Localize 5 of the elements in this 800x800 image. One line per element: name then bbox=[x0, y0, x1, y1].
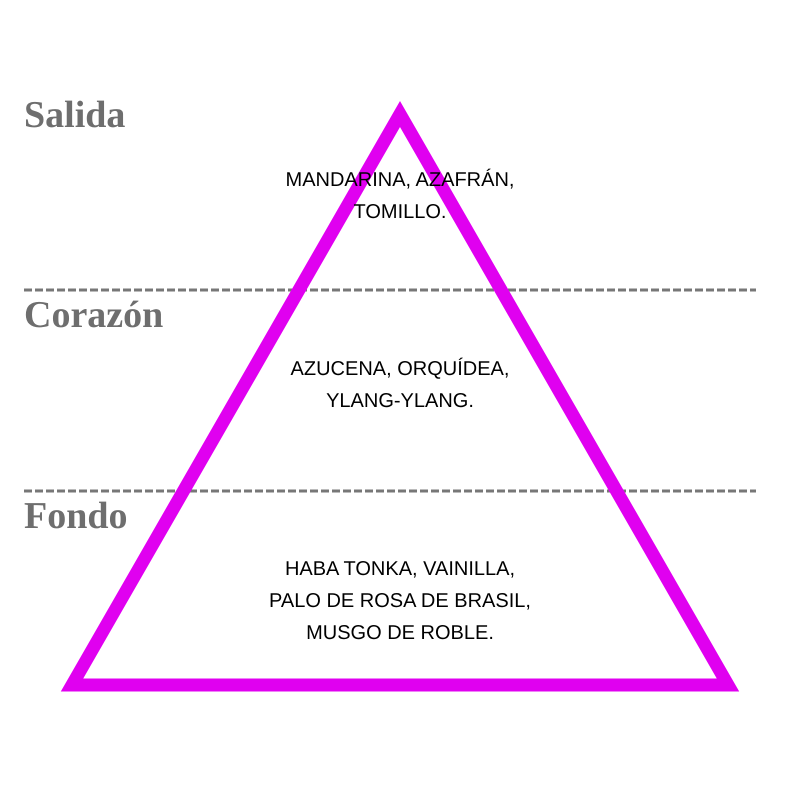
tier-heading: Fondo bbox=[24, 497, 128, 535]
notes-text: HABA TONKA, VAINILLA, PALO DE ROSA DE BRASIL, MUSGO DE ROBLE. bbox=[268, 557, 532, 646]
tier-heading: Corazón bbox=[24, 296, 164, 334]
notes-text: AZUCENA, ORQUÍDEA, YLANG-YLANG. bbox=[290, 356, 510, 414]
tier-heading: Salida bbox=[24, 96, 126, 134]
